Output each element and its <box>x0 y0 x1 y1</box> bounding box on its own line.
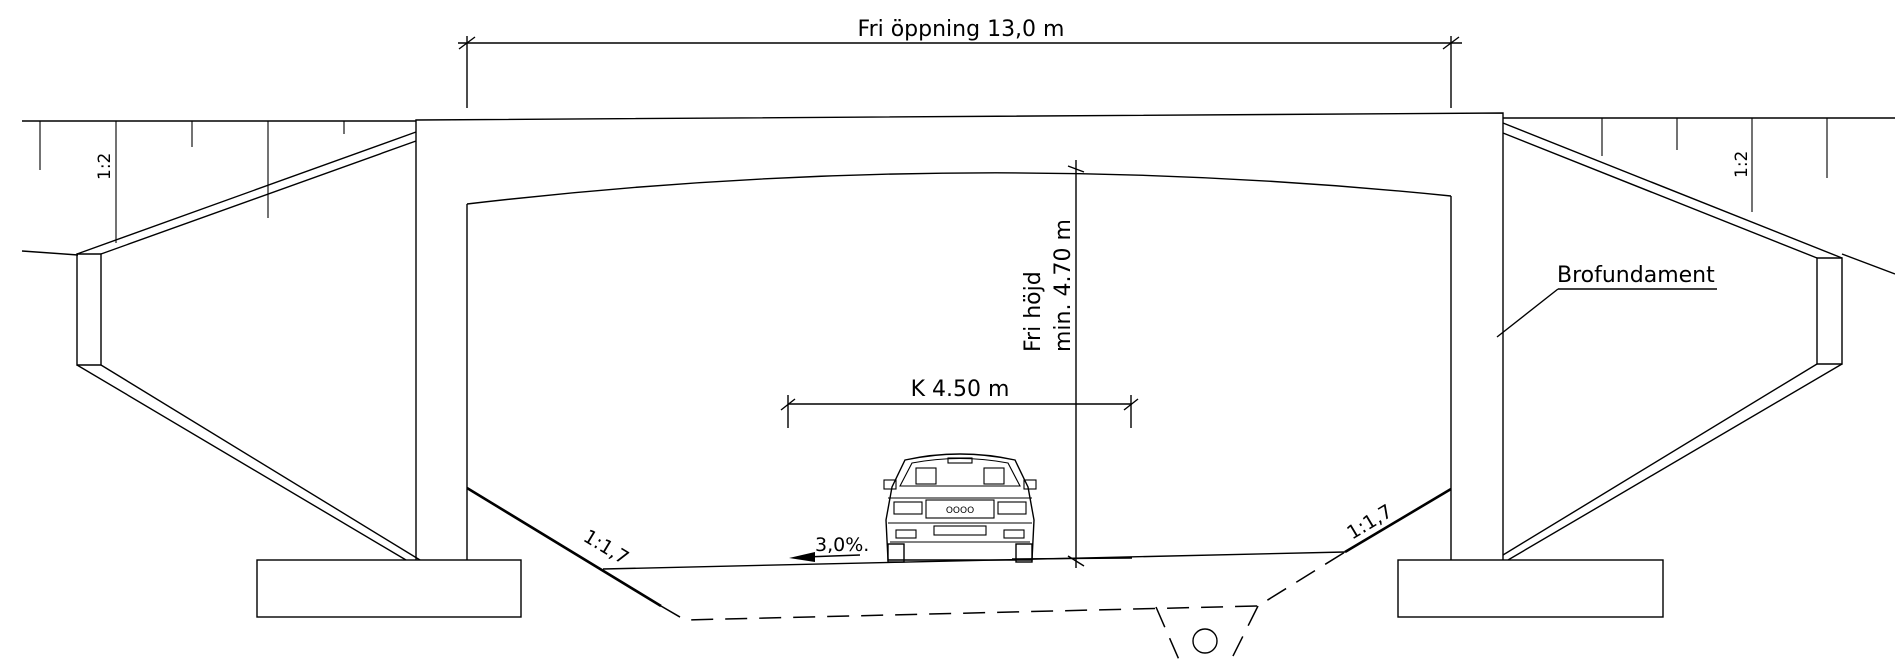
crossfall-label: 3,0%. <box>815 534 869 556</box>
footing-right <box>1397 559 1664 618</box>
drain-pipe <box>1192 628 1218 654</box>
opening-label: Fri öppning 13,0 m <box>858 17 1065 42</box>
car-illustration: OOOO <box>883 453 1037 563</box>
ground-left <box>21 120 416 256</box>
foundation-label: Brofundament <box>1557 263 1715 288</box>
slope-left-ditch: 1:1,7 <box>579 525 632 569</box>
footing-left <box>256 559 522 618</box>
ground-right <box>1503 117 1895 275</box>
opening-dimension <box>458 36 1462 108</box>
slope-right-embankment: 1:2 <box>1732 151 1752 178</box>
wing-wall-left <box>76 131 421 561</box>
foundation-leader <box>1496 288 1717 338</box>
height-label-line2: min. 4.70 m <box>1051 219 1076 352</box>
wing-wall-right <box>1502 122 1843 561</box>
height-label-line1: Fri höjd <box>1021 271 1046 352</box>
slope-left-embankment: 1:2 <box>95 153 115 180</box>
crossfall-arrow <box>789 552 861 562</box>
car-badge: OOOO <box>946 506 974 516</box>
k-width-dimension <box>780 395 1139 428</box>
bridge-frame <box>415 112 1504 560</box>
k-width-label: K 4.50 m <box>911 377 1010 402</box>
